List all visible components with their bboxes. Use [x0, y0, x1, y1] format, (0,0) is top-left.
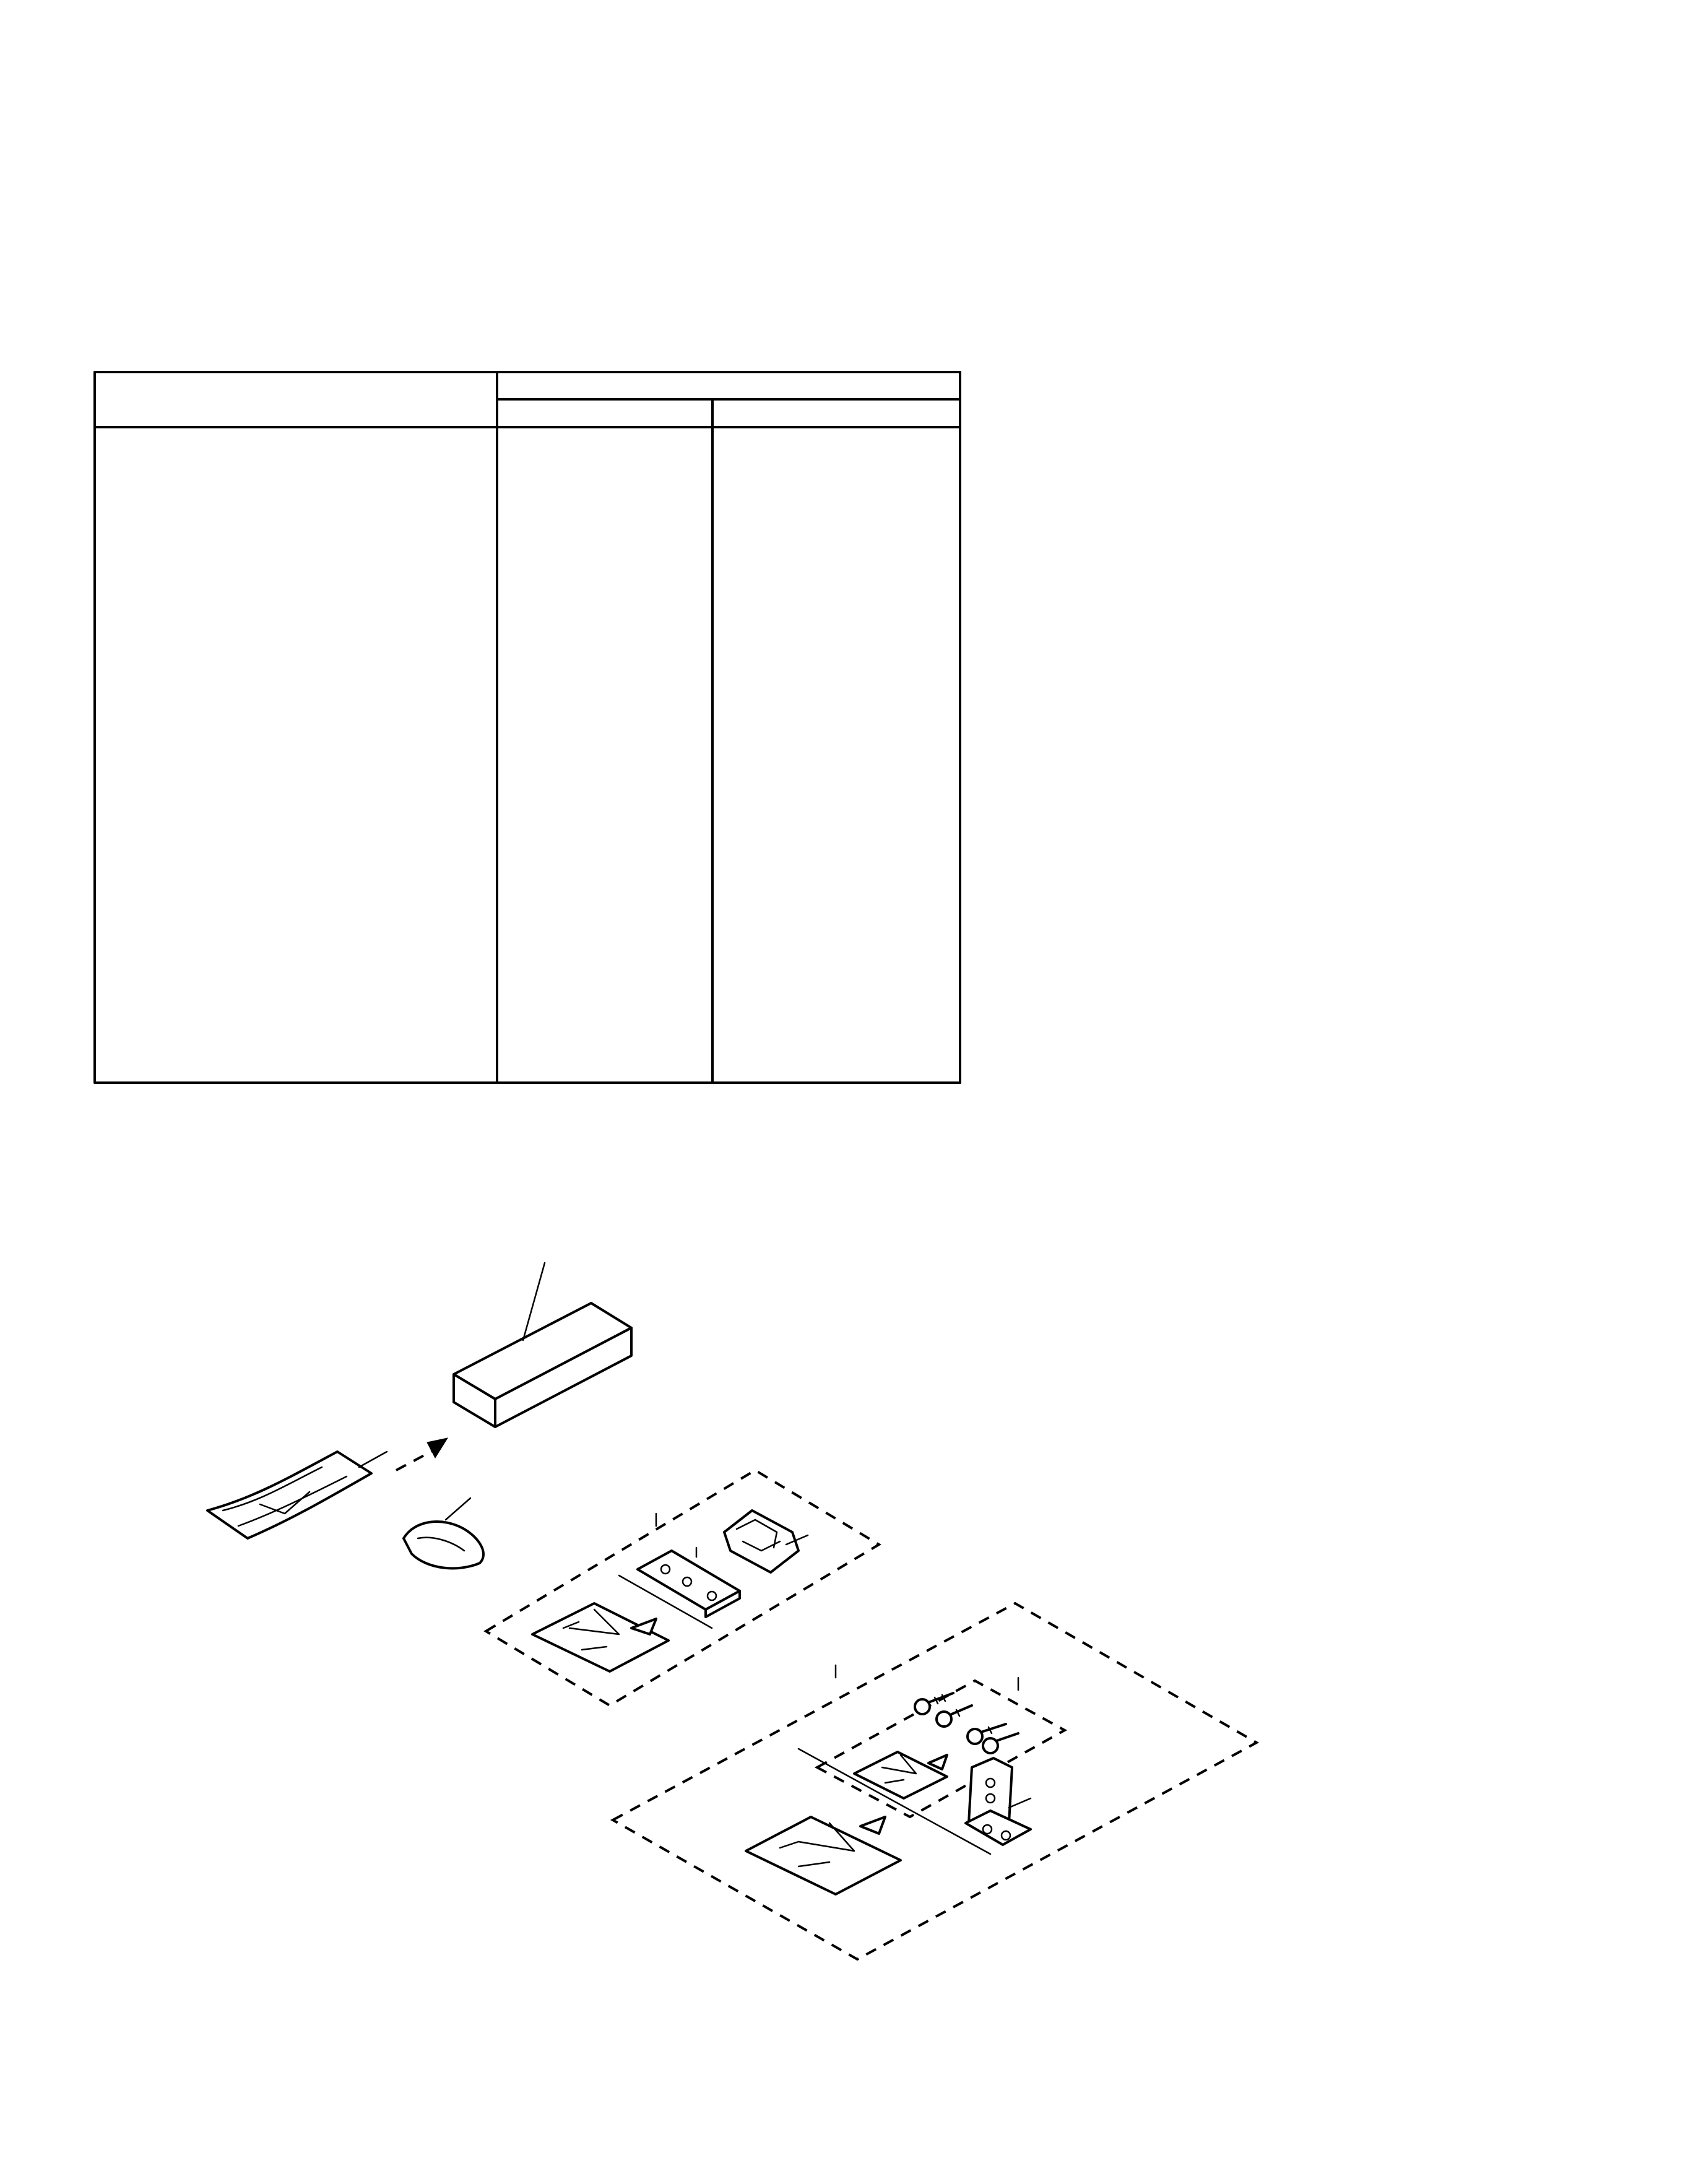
small-parts-bag — [853, 1751, 948, 1800]
screw-3 — [966, 1723, 1007, 1745]
screw-4 — [982, 1732, 1019, 1754]
parts-bag — [531, 1602, 670, 1673]
screws — [914, 1692, 1019, 1754]
screw-2 — [935, 1704, 973, 1728]
parts-table — [93, 371, 961, 1084]
screw-1 — [914, 1692, 954, 1715]
small-bag — [402, 1497, 485, 1570]
mounting-plate — [636, 1546, 741, 1618]
wrapped-unit — [206, 1450, 388, 1540]
accessory-group-2 — [610, 1601, 1260, 1961]
insert-arrow — [396, 1437, 449, 1471]
accessory-group-1 — [483, 1468, 881, 1707]
l-bracket — [964, 1757, 1032, 1846]
packing-box — [452, 1262, 633, 1428]
parts-table-frame — [93, 371, 961, 1084]
bracket-clip — [723, 1509, 809, 1574]
large-parts-bag — [745, 1816, 902, 1896]
